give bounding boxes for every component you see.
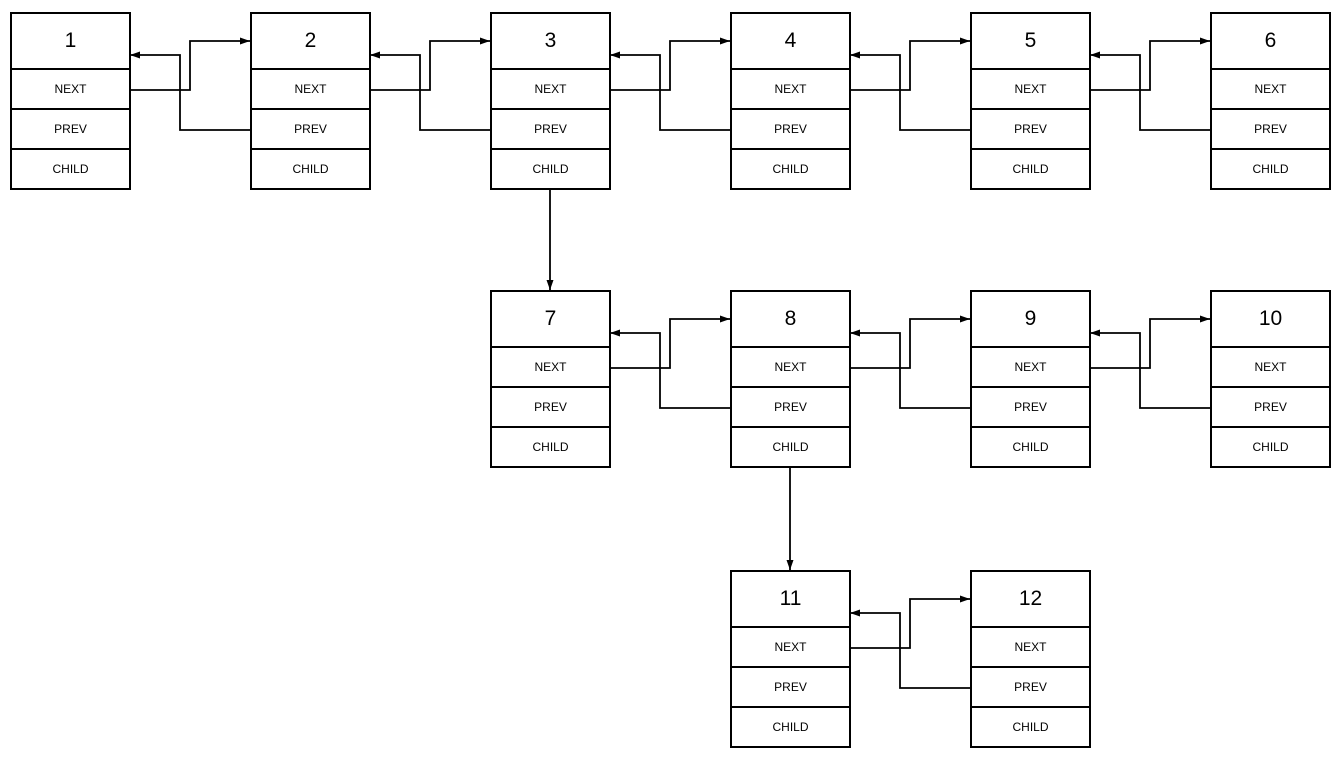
next-arrow-4-to-5 bbox=[850, 37, 970, 91]
node-3: 3 NEXT PREV CHILD bbox=[490, 12, 611, 190]
node-2-value: 2 bbox=[250, 12, 371, 70]
node-9: 9 NEXT PREV CHILD bbox=[970, 290, 1091, 468]
next-arrow-2-to-3 bbox=[370, 37, 490, 91]
node-12-field-next: NEXT bbox=[970, 628, 1091, 668]
next-arrow-9-to-10 bbox=[1090, 315, 1210, 369]
node-10-field-prev: PREV bbox=[1210, 388, 1331, 428]
node-12-field-prev: PREV bbox=[970, 668, 1091, 708]
prev-arrow-4-to-3 bbox=[610, 51, 730, 131]
node-5-field-next: NEXT bbox=[970, 70, 1091, 110]
prev-arrow-12-to-11 bbox=[850, 609, 970, 689]
node-8-field-child: CHILD bbox=[730, 428, 851, 468]
node-7: 7 NEXT PREV CHILD bbox=[490, 290, 611, 468]
node-5-field-child: CHILD bbox=[970, 150, 1091, 190]
node-10-value: 10 bbox=[1210, 290, 1331, 348]
node-4-field-child: CHILD bbox=[730, 150, 851, 190]
node-2: 2 NEXT PREV CHILD bbox=[250, 12, 371, 190]
node-9-value: 9 bbox=[970, 290, 1091, 348]
node-3-field-next: NEXT bbox=[490, 70, 611, 110]
node-9-field-next: NEXT bbox=[970, 348, 1091, 388]
prev-arrow-2-to-1 bbox=[130, 51, 250, 131]
node-4-value: 4 bbox=[730, 12, 851, 70]
node-1-value: 1 bbox=[10, 12, 131, 70]
prev-arrow-6-to-5 bbox=[1090, 51, 1210, 131]
next-arrow-3-to-4 bbox=[610, 37, 730, 91]
node-7-field-next: NEXT bbox=[490, 348, 611, 388]
node-7-field-child: CHILD bbox=[490, 428, 611, 468]
next-arrow-8-to-9 bbox=[850, 315, 970, 369]
node-7-value: 7 bbox=[490, 290, 611, 348]
next-arrow-5-to-6 bbox=[1090, 37, 1210, 91]
node-2-field-child: CHILD bbox=[250, 150, 371, 190]
node-9-field-prev: PREV bbox=[970, 388, 1091, 428]
node-11-field-prev: PREV bbox=[730, 668, 851, 708]
node-6: 6 NEXT PREV CHILD bbox=[1210, 12, 1331, 190]
prev-arrow-10-to-9 bbox=[1090, 329, 1210, 409]
prev-arrow-3-to-2 bbox=[370, 51, 490, 131]
node-4: 4 NEXT PREV CHILD bbox=[730, 12, 851, 190]
node-1-field-next: NEXT bbox=[10, 70, 131, 110]
node-6-field-prev: PREV bbox=[1210, 110, 1331, 150]
next-arrow-11-to-12 bbox=[850, 595, 970, 649]
node-7-field-prev: PREV bbox=[490, 388, 611, 428]
node-4-field-prev: PREV bbox=[730, 110, 851, 150]
node-10-field-child: CHILD bbox=[1210, 428, 1331, 468]
prev-arrow-8-to-7 bbox=[610, 329, 730, 409]
node-11-value: 11 bbox=[730, 570, 851, 628]
node-3-value: 3 bbox=[490, 12, 611, 70]
prev-arrow-5-to-4 bbox=[850, 51, 970, 131]
node-8-value: 8 bbox=[730, 290, 851, 348]
node-5-value: 5 bbox=[970, 12, 1091, 70]
node-1-field-prev: PREV bbox=[10, 110, 131, 150]
node-8: 8 NEXT PREV CHILD bbox=[730, 290, 851, 468]
node-5-field-prev: PREV bbox=[970, 110, 1091, 150]
node-6-value: 6 bbox=[1210, 12, 1331, 70]
node-1-field-child: CHILD bbox=[10, 150, 131, 190]
node-12: 12 NEXT PREV CHILD bbox=[970, 570, 1091, 748]
node-10-field-next: NEXT bbox=[1210, 348, 1331, 388]
node-8-field-next: NEXT bbox=[730, 348, 851, 388]
node-9-field-child: CHILD bbox=[970, 428, 1091, 468]
node-2-field-prev: PREV bbox=[250, 110, 371, 150]
node-6-field-next: NEXT bbox=[1210, 70, 1331, 110]
node-4-field-next: NEXT bbox=[730, 70, 851, 110]
node-12-value: 12 bbox=[970, 570, 1091, 628]
prev-arrow-9-to-8 bbox=[850, 329, 970, 409]
node-8-field-prev: PREV bbox=[730, 388, 851, 428]
next-arrow-7-to-8 bbox=[610, 315, 730, 369]
node-5: 5 NEXT PREV CHILD bbox=[970, 12, 1091, 190]
node-2-field-next: NEXT bbox=[250, 70, 371, 110]
node-6-field-child: CHILD bbox=[1210, 150, 1331, 190]
node-11-field-next: NEXT bbox=[730, 628, 851, 668]
node-3-field-prev: PREV bbox=[490, 110, 611, 150]
node-3-field-child: CHILD bbox=[490, 150, 611, 190]
node-11-field-child: CHILD bbox=[730, 708, 851, 748]
node-11: 11 NEXT PREV CHILD bbox=[730, 570, 851, 748]
next-arrow-1-to-2 bbox=[130, 37, 250, 91]
node-1: 1 NEXT PREV CHILD bbox=[10, 12, 131, 190]
node-10: 10 NEXT PREV CHILD bbox=[1210, 290, 1331, 468]
node-12-field-child: CHILD bbox=[970, 708, 1091, 748]
